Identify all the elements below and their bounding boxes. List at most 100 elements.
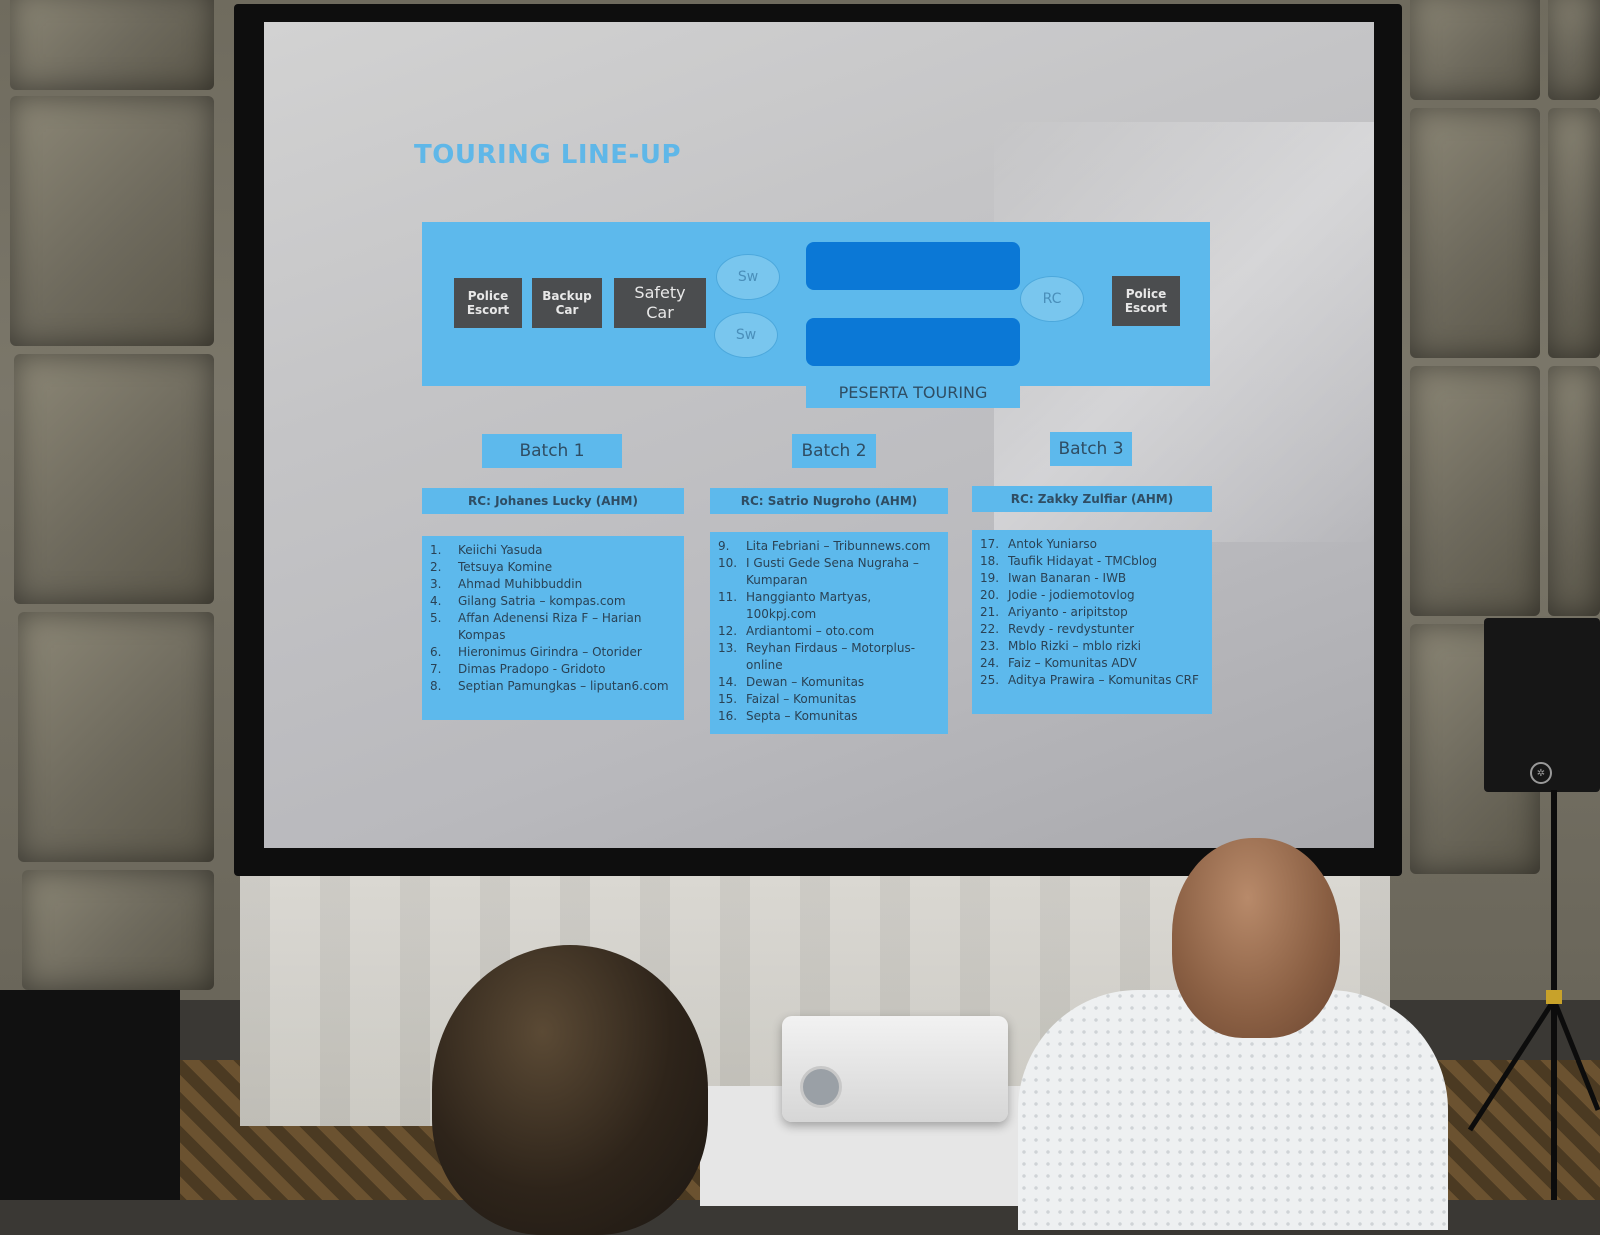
peserta-touring-label: PESERTA TOURING (806, 376, 1020, 408)
wall-panel (1548, 108, 1600, 358)
member-number: 2. (430, 560, 442, 574)
member-row: 18. Taufik Hidayat - TMCblog (980, 553, 1204, 570)
member-row: 5.Affan Adenensi Riza F – Harian Kompas (430, 610, 676, 644)
member-name: Dewan – Komunitas (746, 675, 865, 689)
member-row: 21. Ariyanto - aripitstop (980, 604, 1204, 621)
member-number: 23. (980, 639, 1000, 653)
member-name: Ahmad Muhibbuddin (458, 577, 583, 591)
member-name: Keiichi Yasuda (458, 543, 543, 557)
speaker-tripod (1467, 790, 1600, 1200)
participant-bar-top (806, 242, 1020, 290)
member-row: 9.Lita Febriani – Tribunnews.com (718, 538, 940, 555)
wall-panel (1410, 366, 1540, 616)
wall-panel (14, 354, 214, 604)
member-row: 23. Mblo Rizki – mblo rizki (980, 638, 1204, 655)
police-escort-front-box: Police Escort (454, 278, 522, 328)
member-name: Jodie - jodiemotovlog (1008, 588, 1135, 602)
member-number: 22. (980, 622, 1000, 636)
member-row: 19. Iwan Banaran - IWB (980, 570, 1204, 587)
police-escort-rear-box: Police Escort (1112, 276, 1180, 326)
member-row: 8. Septian Pamungkas – liputan6.com (430, 678, 676, 695)
member-row: 1. Keiichi Yasuda (430, 542, 676, 559)
member-number: 6. (430, 645, 442, 659)
wall-panel (1410, 0, 1540, 100)
member-number: 19. (980, 571, 1000, 585)
member-number: 13. (718, 641, 738, 655)
member-name: Hieronimus Girindra – Otorider (458, 645, 642, 659)
safety-car-box: Safety Car (614, 278, 706, 328)
member-name: Antok Yuniarso (1008, 537, 1098, 551)
member-row: 7. Dimas Pradopo - Gridoto (430, 661, 676, 678)
member-number: 21. (980, 605, 1000, 619)
member-row: 11. Hanggianto Martyas, 100kpj.com (718, 589, 940, 623)
member-name: Septian Pamungkas – liputan6.com (458, 679, 669, 693)
member-name: Tetsuya Komine (458, 560, 553, 574)
member-row: 10.I Gusti Gede Sena Nugraha – Kumparan (718, 555, 940, 589)
projector-lens (800, 1066, 842, 1108)
member-row: 25.Aditya Prawira – Komunitas CRF (980, 672, 1204, 689)
member-name: Iwan Banaran - IWB (1008, 571, 1127, 585)
member-row: 22. Revdy - revdystunter (980, 621, 1204, 638)
wall-panel (1410, 108, 1540, 358)
member-row: 12. Ardiantomi – oto.com (718, 623, 940, 640)
member-row: 4.Gilang Satria – kompas.com (430, 593, 676, 610)
wall-panel (22, 870, 214, 990)
wall-panel (1548, 0, 1600, 100)
member-row: 3. Ahmad Muhibbuddin (430, 576, 676, 593)
member-number: 7. (430, 662, 442, 676)
member-row: 20. Jodie - jodiemotovlog (980, 587, 1204, 604)
slide-title: TOURING LINE-UP (414, 140, 682, 170)
member-name: Ariyanto - aripitstop (1008, 605, 1128, 619)
member-number: 18. (980, 554, 1000, 568)
member-number: 16. (718, 709, 738, 723)
member-row: 16.Septa – Komunitas (718, 708, 940, 725)
member-name: Mblo Rizki – mblo rizki (1008, 639, 1141, 653)
wall-panel (10, 0, 214, 90)
member-name: Reyhan Firdaus – Motorplus-online (746, 641, 916, 672)
batch-1-label: Batch 1 (482, 434, 622, 468)
member-row: 15.Faizal – Komunitas (718, 691, 940, 708)
batch-3-road-captain: RC: Zakky Zulfiar (AHM) (972, 486, 1212, 512)
member-name: Taufik Hidayat - TMCblog (1008, 554, 1158, 568)
member-number: 25. (980, 673, 1000, 687)
member-name: Revdy - revdystunter (1008, 622, 1135, 636)
member-number: 24. (980, 656, 1000, 670)
sweeper-top-oval: Sw (716, 254, 780, 300)
road-captain-oval: RC (1020, 276, 1084, 322)
member-number: 11. (718, 590, 738, 604)
wall-panel (18, 612, 214, 862)
batch-3-label: Batch 3 (1050, 432, 1132, 466)
batch-1-road-captain: RC: Johanes Lucky (AHM) (422, 488, 684, 514)
attendee-left-head (432, 945, 708, 1235)
batch-2-label: Batch 2 (792, 434, 876, 468)
member-number: 8. (430, 679, 442, 693)
wall-panel (10, 96, 214, 346)
participant-bar-bottom (806, 318, 1020, 366)
sweeper-bottom-oval: Sw (714, 312, 778, 358)
member-number: 20. (980, 588, 1000, 602)
equipment-cart (0, 990, 180, 1200)
member-name: Dimas Pradopo - Gridoto (458, 662, 606, 676)
member-row: 13. Reyhan Firdaus – Motorplus-online (718, 640, 940, 674)
member-number: 12. (718, 624, 738, 638)
member-row: 17.Antok Yuniarso (980, 536, 1204, 553)
member-number: 14. (718, 675, 738, 689)
member-name: Hanggianto Martyas, 100kpj.com (746, 590, 872, 621)
member-row: 14. Dewan – Komunitas (718, 674, 940, 691)
member-number: 5. (430, 611, 442, 625)
member-row: 24.Faiz – Komunitas ADV (980, 655, 1204, 672)
member-row: 6. Hieronimus Girindra – Otorider (430, 644, 676, 661)
member-number: 1. (430, 543, 442, 557)
batch-2-road-captain: RC: Satrio Nugroho (AHM) (710, 488, 948, 514)
member-number: 15. (718, 692, 738, 706)
speaker-logo-icon: ✲ (1530, 762, 1552, 784)
member-number: 3. (430, 577, 442, 591)
member-name: Lita Febriani – Tribunnews.com (746, 539, 931, 553)
member-number: 4. (430, 594, 442, 608)
member-name: Ardiantomi – oto.com (746, 624, 875, 638)
attendee-right-head (1172, 838, 1340, 1038)
member-name: I Gusti Gede Sena Nugraha – Kumparan (746, 556, 919, 587)
batch-1-member-list: 1. Keiichi Yasuda 2. Tetsuya Komine 3. Ahmad … (422, 536, 684, 720)
